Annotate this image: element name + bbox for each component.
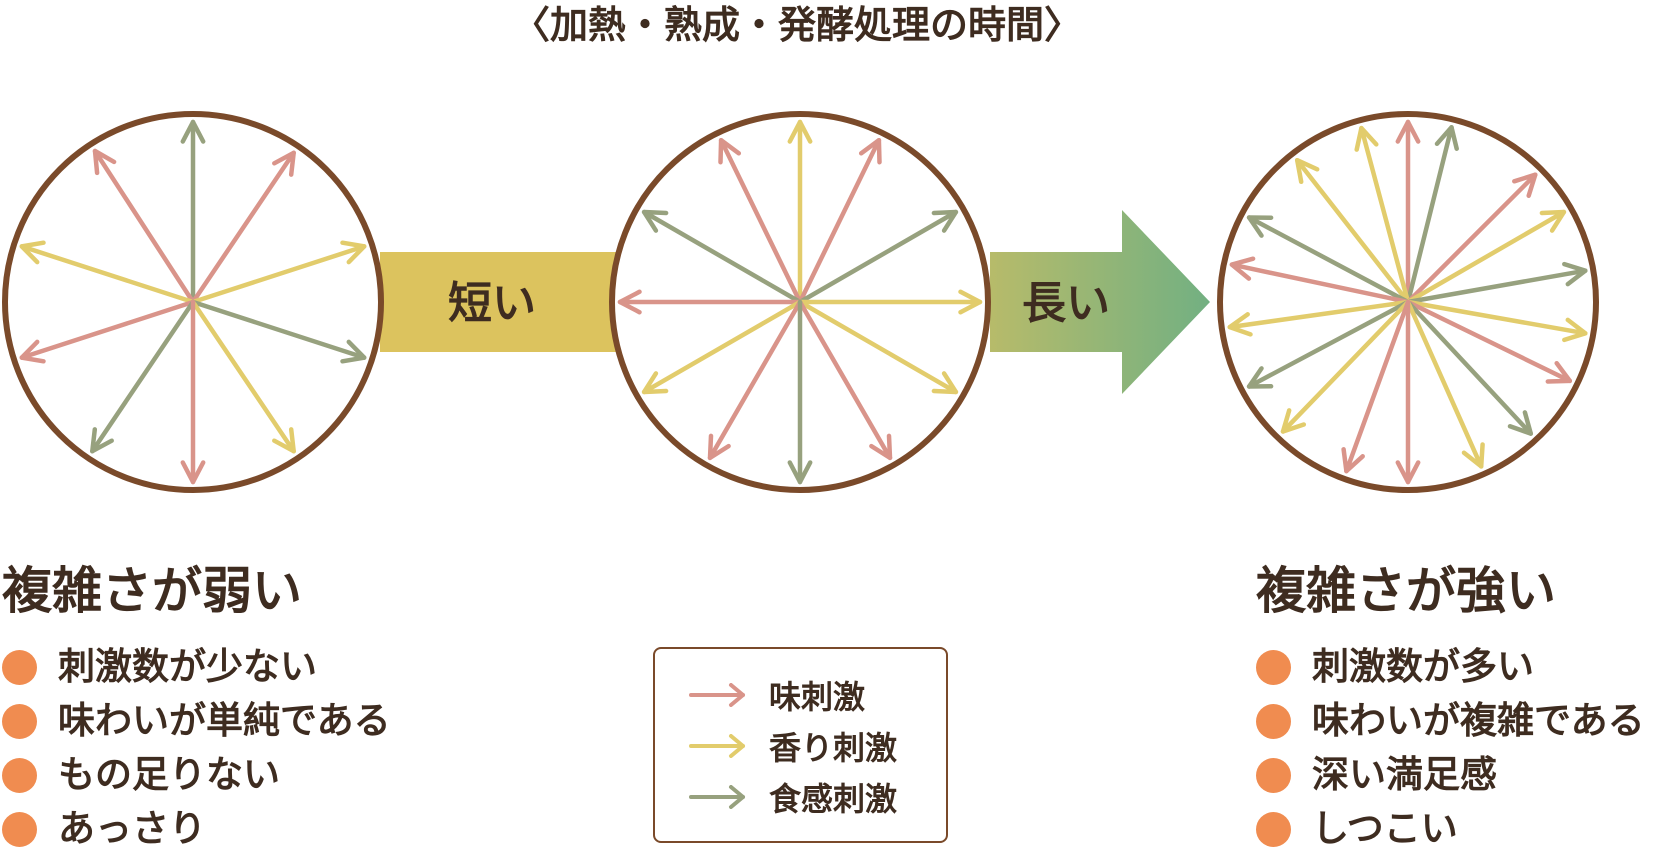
aroma-stimulus-arrow [1405,209,1567,305]
diagram-title: 〈加熱・熟成・発酵処理の時間〉 [512,3,1082,47]
texture-stimulus-arrow [1405,125,1459,305]
aroma-stimulus-arrow [1405,299,1485,469]
taste-arrow-icon [689,683,745,707]
list-item-label: 刺激数が少ない [58,645,317,688]
aroma-stimulus-arrow [19,240,196,305]
texture-stimulus-arrow [180,119,206,305]
aroma-stimulus-arrow [1354,125,1411,305]
texture-stimulus-arrow [1246,299,1411,389]
long-time-arrow [990,210,1210,394]
strong-complexity-heading: 複雑さが強い [1256,562,1556,620]
bullet-dot [1256,758,1291,793]
list-item: しつこい [1256,809,1645,863]
legend-box: 味刺激 香り刺激 食感刺激 [653,647,948,843]
legend-item-texture: 食感刺激 [689,777,898,818]
aroma-stimulus-arrow [797,289,983,315]
stimulus-circle-many [1217,111,1599,493]
taste-stimulus-arrow [1395,119,1421,305]
aroma-stimulus-arrow [1227,299,1411,337]
aroma-stimulus-arrow [190,240,367,305]
texture-stimulus-arrow [1405,261,1588,305]
texture-stimulus-arrow [787,299,813,485]
aroma-stimulus-arrow [641,299,803,395]
short-time-bar [380,252,620,352]
list-item: 味わいが単純である [2,701,391,755]
taste-stimulus-arrow [707,299,803,461]
texture-arrow-icon [689,785,745,809]
list-item: 刺激数が少ない [2,647,391,701]
taste-stimulus-arrow [180,299,206,485]
bullet-dot [2,650,37,685]
list-item: もの足りない [2,755,391,809]
aroma-stimulus-arrow [1294,157,1411,305]
texture-stimulus-arrow [90,299,196,454]
taste-stimulus-arrow [718,137,803,305]
list-item: あっさり [2,809,391,863]
list-item: 味わいが複雑である [1256,701,1645,755]
strong-complexity-list: 刺激数が多い 味わいが複雑である 深い満足感 しつこい [1256,647,1645,863]
taste-stimulus-arrow [1229,256,1411,305]
aroma-arrow-icon [689,734,745,758]
list-item-label: もの足りない [58,753,280,796]
taste-stimulus-arrow [1395,299,1421,485]
taste-stimulus-arrow [190,150,296,305]
long-time-label: 長い [1022,278,1110,329]
list-item-label: 味わいが単純である [58,699,391,742]
taste-stimulus-arrow [617,289,803,315]
taste-stimulus-arrow [1405,299,1573,384]
legend-item-taste: 味刺激 [689,675,866,716]
taste-stimulus-arrow [1405,172,1538,305]
aroma-stimulus-arrow [1280,299,1411,434]
aroma-stimulus-arrow [190,299,296,454]
bullet-dot [1256,704,1291,739]
bullet-dot [1256,812,1291,847]
taste-stimulus-arrow [1341,299,1411,474]
texture-stimulus-arrow [1405,299,1534,436]
list-item: 刺激数が多い [1256,647,1645,701]
legend-label: 味刺激 [769,678,866,716]
legend-label: 香り刺激 [769,729,898,767]
texture-stimulus-arrow [641,209,803,305]
legend-label: 食感刺激 [769,780,898,818]
list-item-label: 味わいが複雑である [1312,699,1645,742]
taste-stimulus-arrow [19,299,196,364]
taste-stimulus-arrow [92,148,196,305]
texture-stimulus-arrow [797,209,959,305]
texture-stimulus-arrow [190,299,367,364]
list-item-label: しつこい [1312,807,1458,850]
taste-stimulus-arrow [797,137,882,305]
list-item-label: 刺激数が多い [1312,645,1534,688]
bullet-dot [2,704,37,739]
list-item-label: あっさり [58,807,206,850]
list-item-label: 深い満足感 [1312,753,1497,796]
bullet-dot [2,812,37,847]
aroma-stimulus-arrow [787,119,813,305]
aroma-stimulus-arrow [1405,299,1588,343]
legend-item-aroma: 香り刺激 [689,726,898,767]
short-time-label: 短い [448,278,536,329]
aroma-stimulus-arrow [797,299,959,395]
taste-stimulus-arrow [797,299,893,461]
weak-complexity-heading: 複雑さが弱い [2,562,302,620]
bullet-dot [2,758,37,793]
texture-stimulus-arrow [1246,215,1411,305]
weak-complexity-list: 刺激数が少ない 味わいが単純である もの足りない あっさり [2,647,391,863]
stimulus-circle-few [2,111,384,493]
stimulus-circle-medium [609,111,991,493]
list-item: 深い満足感 [1256,755,1645,809]
bullet-dot [1256,650,1291,685]
